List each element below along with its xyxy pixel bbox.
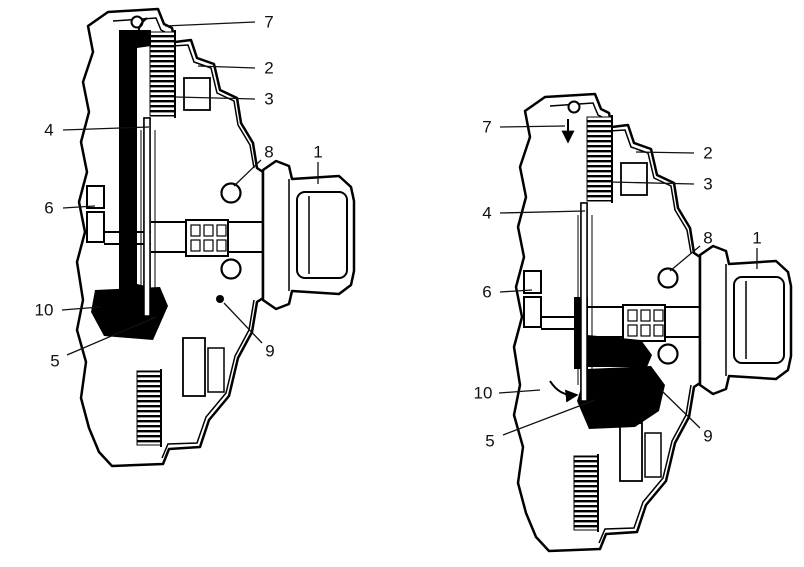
- callout-label-9: 9: [703, 427, 712, 446]
- callout-leader-line-2: [635, 151, 695, 154]
- callout-leader-line-4: [62, 126, 150, 131]
- callout-leader-line-4: [499, 210, 586, 214]
- clutch-body: [512, 92, 793, 553]
- callout-leader-line-10: [498, 389, 541, 394]
- coolant-flow-arrow: [130, 17, 148, 45]
- callout-label-7: 7: [264, 13, 273, 32]
- callout-label-3: 3: [264, 90, 273, 109]
- clutch-body: [75, 7, 356, 468]
- callout-label-3: 3: [703, 175, 712, 194]
- callout-label-5: 5: [50, 352, 59, 371]
- callout-label-8: 8: [703, 229, 712, 248]
- callout-label-5: 5: [485, 432, 494, 451]
- callout-label-4: 4: [482, 204, 491, 223]
- callout-label-10: 10: [474, 384, 493, 403]
- callout-leader-line-9: [223, 302, 263, 344]
- callout-label-9: 9: [265, 342, 274, 361]
- callout-label-2: 2: [703, 144, 712, 163]
- callout-leader-line-6: [499, 289, 533, 293]
- callout-leader-line-2: [197, 65, 256, 69]
- callout-label-8: 8: [264, 143, 273, 162]
- callout-leader-line-5: [66, 316, 157, 356]
- callout-leader-line-3: [610, 181, 695, 185]
- callout-leader-line-6: [62, 205, 96, 209]
- callout-label-10: 10: [35, 301, 54, 320]
- callout-label-6: 6: [44, 199, 53, 218]
- fluid-fill-right: [574, 297, 665, 429]
- callout-label-7: 7: [482, 118, 491, 137]
- callouts-right: 7 2 3 4 8 1 6 10 5 9: [474, 118, 762, 451]
- callout-leader-line-9: [660, 389, 701, 429]
- flow-arrow-curved: [549, 380, 579, 403]
- fan-clutch-diagram-left: [75, 7, 356, 468]
- callout-label-4: 4: [44, 121, 53, 140]
- callout-leader-line-5: [502, 399, 596, 436]
- callout-label-1: 1: [313, 143, 322, 162]
- fan-clutch-diagram-right: [512, 92, 793, 553]
- callout-leader-line-7: [499, 125, 566, 128]
- callouts-left: 7 2 3 4 8 1 6 10 5 9: [35, 13, 323, 371]
- callout-leader-line-10: [61, 306, 101, 311]
- callout-label-2: 2: [264, 59, 273, 78]
- callout-label-1: 1: [752, 229, 761, 248]
- callout-label-6: 6: [482, 283, 491, 302]
- clutch-plate-overlay: [580, 202, 588, 402]
- clutch-plate-overlay: [143, 117, 151, 317]
- callout-leader-line-8: [669, 245, 701, 272]
- callout-leader-line-3: [175, 96, 256, 100]
- callout-leader-line-7: [164, 21, 256, 27]
- callout-leader-line-8: [233, 159, 262, 187]
